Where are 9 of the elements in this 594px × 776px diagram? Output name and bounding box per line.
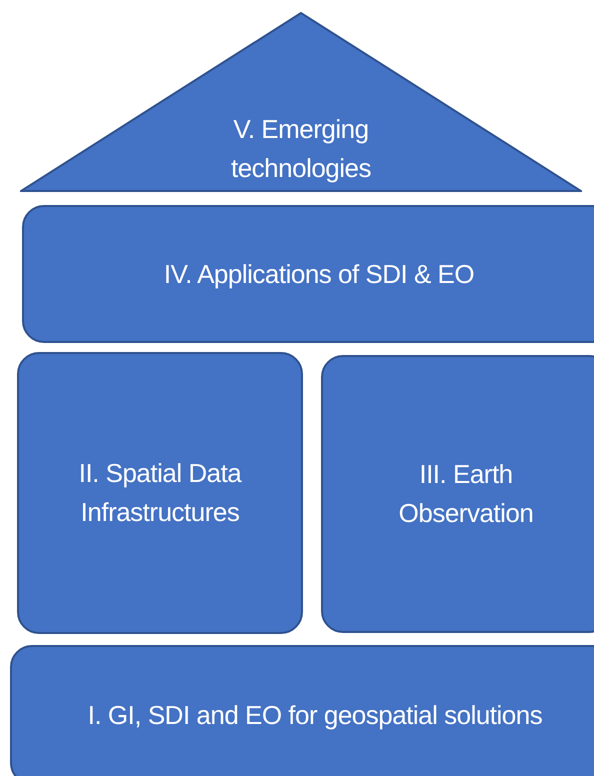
- node-label: IV. Applications of SDI & EO: [164, 258, 474, 290]
- node-label: V. Emerging technologies: [230, 113, 372, 185]
- pillar-block: [10, 645, 594, 776]
- node-label: III. Earth Observation: [398, 458, 534, 530]
- node-label: I. GI, SDI and EO for geospatial solutions: [88, 698, 542, 732]
- pillar-block: [17, 352, 303, 634]
- pillar-block: [22, 205, 594, 343]
- node-label: II. Spatial Data Infrastructures: [78, 457, 243, 529]
- pillar-block: [321, 355, 594, 633]
